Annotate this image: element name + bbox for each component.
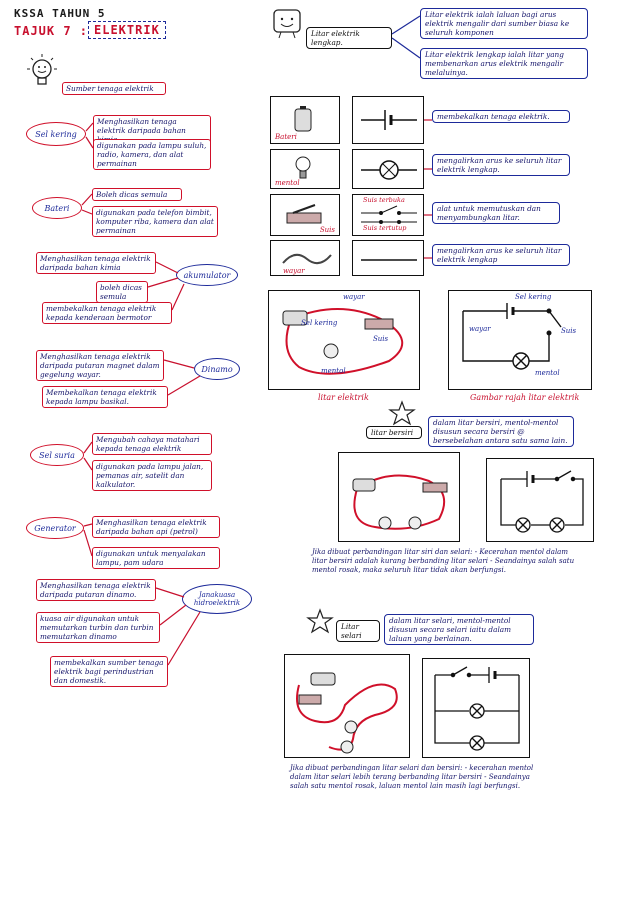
open-switch-symbol-icon xyxy=(361,205,417,215)
bateri-name: Bateri xyxy=(275,133,297,141)
wayar-desc: mengalirkan arus ke seluruh litar elektr… xyxy=(432,244,570,266)
diagram-wayar-label: wayar xyxy=(469,325,491,333)
suis-terbuka-label: Suis terbuka xyxy=(363,196,405,204)
mentol-symbol-tile xyxy=(352,149,424,189)
suis-desc: alat untuk memutuskan dan menyambungkan … xyxy=(432,202,560,224)
caption-diagram: Gambar rajah litar elektrik xyxy=(470,393,580,402)
dinamo-desc-1: Menghasilkan tenaga elektrik daripada pu… xyxy=(36,350,164,381)
bateri-photo-tile: Bateri xyxy=(270,96,340,144)
lightbulb-doodle-icon xyxy=(27,54,57,85)
generator-desc-2: digunakan untuk menyalakan lampu, pam ud… xyxy=(92,547,220,569)
note-2: Litar elektrik lengkap ialah litar yang … xyxy=(420,48,588,79)
generator-desc-1: Menghasilkan tenaga elektrik daripada ba… xyxy=(92,516,220,538)
wire-icon xyxy=(282,253,332,265)
dinamo-label: Dinamo xyxy=(194,358,240,380)
photo-wayar-label: wayar xyxy=(343,293,365,301)
switch-icon xyxy=(286,204,322,224)
hidro-desc-3: membekalkan sumber tenaga elektrik bagi … xyxy=(50,656,168,687)
hidro-desc-2: kuasa air digunakan untuk memutarkan tur… xyxy=(36,612,160,643)
bulb-symbol-icon xyxy=(361,160,417,180)
photo-sel-kering-label: Sel kering xyxy=(301,319,338,327)
photo-mentol-label: mentol xyxy=(321,367,346,375)
mascot-face-icon xyxy=(273,9,301,39)
note-4: Jika dibuat perbandingan litar selari da… xyxy=(290,764,534,790)
mentol-desc: mengalirkan arus ke seluruh litar elektr… xyxy=(432,154,570,176)
wayar-name: wayar xyxy=(283,267,305,275)
note-1: Litar elektrik ialah laluan bagi arus el… xyxy=(420,8,588,39)
diagram-mentol-label: mentol xyxy=(535,369,560,377)
note-3: Jika dibuat perbandingan litar siri dan … xyxy=(312,548,575,574)
diagram-sel-kering-label: Sel kering xyxy=(515,293,552,301)
selari-diagram-tile xyxy=(422,658,530,758)
star-mascot-icon xyxy=(388,400,416,426)
circuit-diagram-drawing xyxy=(462,303,562,370)
bateri-symbol-tile xyxy=(352,96,424,144)
suis-photo-tile: Suis xyxy=(270,194,340,236)
bersiri-desc: dalam litar bersiri, mentol-mentol disus… xyxy=(428,416,574,447)
caption-photo: litar elektrik xyxy=(318,393,369,402)
header-title-3: ELEKTRIK xyxy=(88,21,166,39)
wayar-symbol-tile xyxy=(352,240,424,276)
photo-suis-label: Suis xyxy=(373,335,389,343)
tile-connectors xyxy=(424,119,432,259)
hidro-desc-1: Menghasilkan tenaga elektrik daripada pu… xyxy=(36,579,156,601)
circuit-diagram-tile: Sel kering wayar Suis mentol xyxy=(448,290,592,390)
litar-lengkap-label: Litar elektrik lengkap. xyxy=(306,27,392,49)
bersiri-diagram-tile xyxy=(486,458,594,542)
diagram-suis-label: Suis xyxy=(561,327,577,335)
bulb-icon xyxy=(295,156,311,179)
suis-name: Suis xyxy=(319,226,335,234)
generator-label: Generator xyxy=(26,517,84,539)
closed-switch-symbol-icon xyxy=(361,220,417,224)
sumber-tenaga-title: Sumber tenaga elektrik xyxy=(62,82,166,95)
wayar-photo-tile: wayar xyxy=(270,240,340,276)
note-connector xyxy=(391,15,421,59)
suis-tertutup-label: Suis tertutup xyxy=(363,224,407,232)
dinamo-desc-2: Membekalkan tenaga elektrik kepada lampu… xyxy=(42,386,168,408)
sel-suria-desc-2: digunakan pada lampu jalan, pemanas air,… xyxy=(92,460,212,491)
selari-photo-tile xyxy=(284,654,410,758)
bersiri-label: litar bersiri xyxy=(366,426,422,439)
sel-suria-label: Sel suria xyxy=(30,444,84,466)
mentol-name: mentol xyxy=(275,179,300,187)
series-diagram-drawing xyxy=(500,470,584,533)
circuit-photo-tile: wayar Sel kering Suis mentol xyxy=(268,290,420,390)
star-mascot-2-icon xyxy=(306,608,334,634)
selari-desc: dalam litar selari, mentol-mentol disusu… xyxy=(384,614,534,645)
circuit-photo-drawing xyxy=(282,308,404,375)
left-connector-lines xyxy=(81,122,201,666)
battery-icon xyxy=(294,106,312,132)
akumulator-desc-3: membekalkan tenaga elektrik kepada kende… xyxy=(42,302,172,324)
bateri-desc: membekalkan tenaga elektrik. xyxy=(432,110,570,123)
sel-kering-desc-2: digunakan pada lampu suluh, radio, kamer… xyxy=(93,139,211,170)
battery-symbol-icon xyxy=(361,110,417,130)
mentol-photo-tile: mentol xyxy=(270,149,340,189)
header-title-1: KSSA TAHUN 5 xyxy=(14,7,106,20)
parallel-diagram-drawing xyxy=(434,666,520,751)
parallel-photo-drawing xyxy=(296,672,398,754)
bateri-desc-1: Boleh dicas semula xyxy=(92,188,182,201)
bersiri-photo-tile xyxy=(338,452,460,542)
series-photo-drawing xyxy=(352,474,448,530)
bateri-label: Bateri xyxy=(32,197,82,219)
sel-kering-label: Sel kering xyxy=(26,122,86,146)
akumulator-label: akumulator xyxy=(176,264,238,286)
akumulator-desc-1: Menghasilkan tenaga elektrik daripada ba… xyxy=(36,252,156,274)
hidro-label: Janakuasa hidroelektrik xyxy=(182,584,252,614)
header-title-2: TAJUK 7 : xyxy=(14,24,89,38)
selari-label: Litar selari xyxy=(336,620,380,642)
suis-symbol-tile: Suis terbuka Suis tertutup xyxy=(352,194,424,236)
sel-suria-desc-1: Mengubah cahaya matahari kepada tenaga e… xyxy=(92,433,212,455)
wire-symbol-icon xyxy=(361,259,417,261)
bateri-desc-2: digunakan pada telefon bimbit, komputer … xyxy=(92,206,218,237)
